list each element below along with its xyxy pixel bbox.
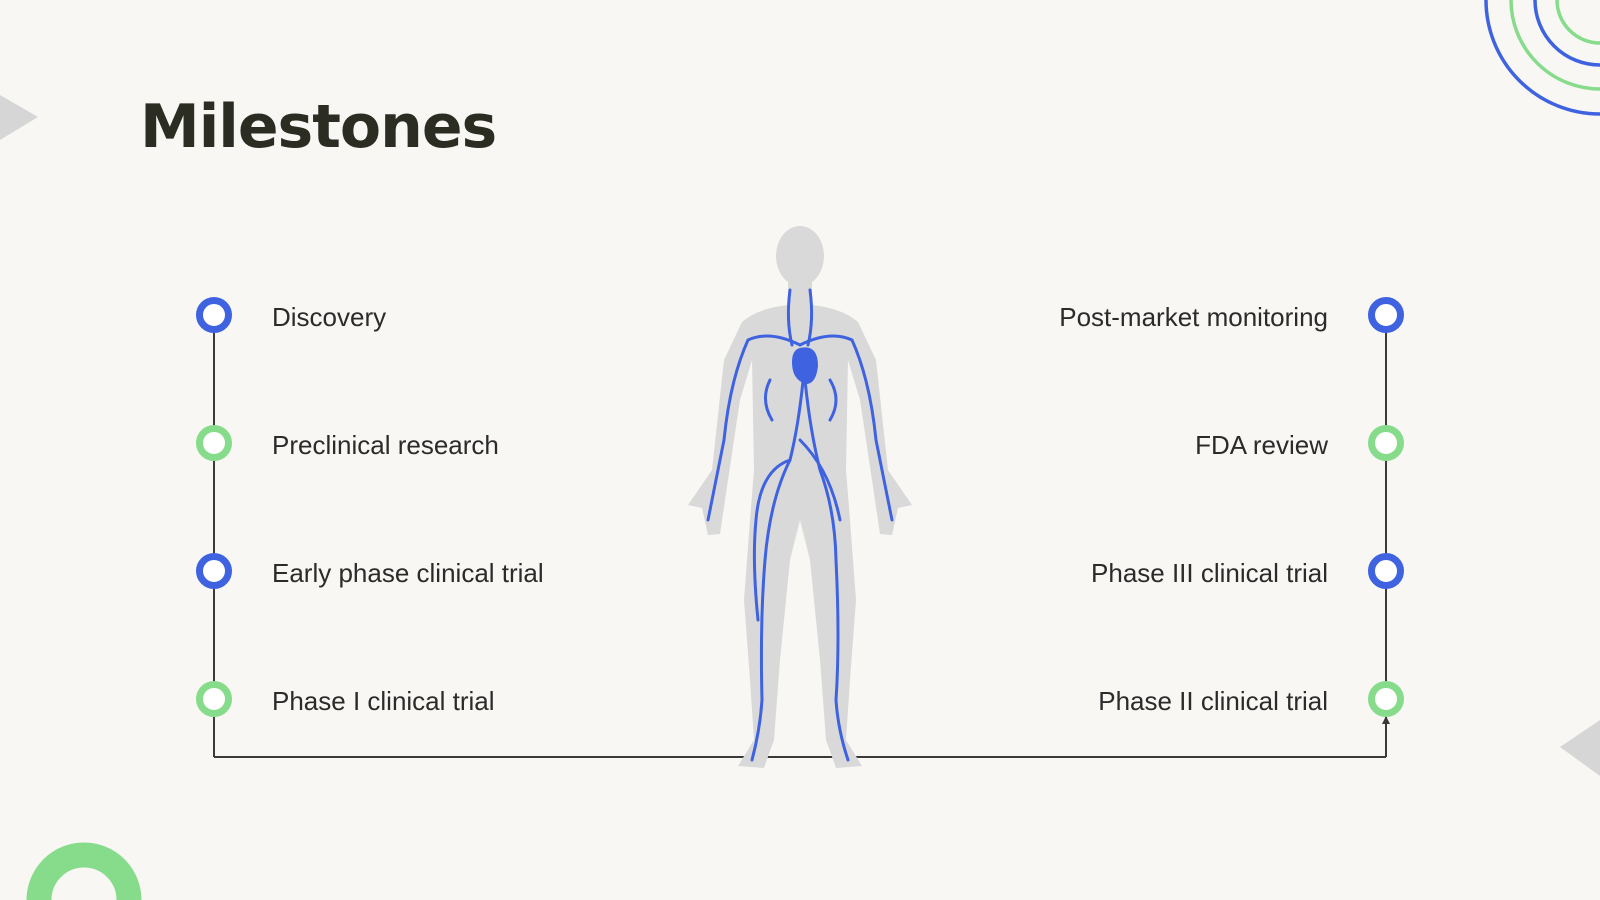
milestone-label-phase-1: Phase I clinical trial [272, 686, 495, 716]
human-circulatory-system-icon [688, 226, 912, 768]
milestone-node-early-phase [196, 553, 232, 589]
milestone-label-phase-2: Phase II clinical trial [1098, 686, 1328, 716]
milestone-label-discovery: Discovery [272, 302, 387, 332]
milestone-node-phase-2 [1368, 681, 1404, 717]
page-title: Milestones [140, 92, 497, 162]
milestone-node-phase-1 [196, 681, 232, 717]
milestone-node-discovery [196, 297, 232, 333]
milestone-label-fda-review: FDA review [1195, 430, 1328, 460]
milestone-label-early-phase: Early phase clinical trial [272, 558, 544, 588]
triangle-decoration-right [1560, 720, 1600, 776]
milestone-label-preclinical: Preclinical research [272, 430, 499, 460]
milestone-node-post-market [1368, 297, 1404, 333]
ring-decoration [26, 842, 142, 900]
concentric-arcs-decoration [1484, 0, 1600, 116]
milestone-label-post-market: Post-market monitoring [1059, 302, 1328, 332]
triangle-decoration-left [0, 95, 38, 140]
milestone-label-phase-3: Phase III clinical trial [1091, 558, 1328, 588]
milestone-node-phase-3 [1368, 553, 1404, 589]
milestone-node-preclinical [196, 425, 232, 461]
milestone-node-fda-review [1368, 425, 1404, 461]
arrow-up-icon [1382, 716, 1390, 724]
